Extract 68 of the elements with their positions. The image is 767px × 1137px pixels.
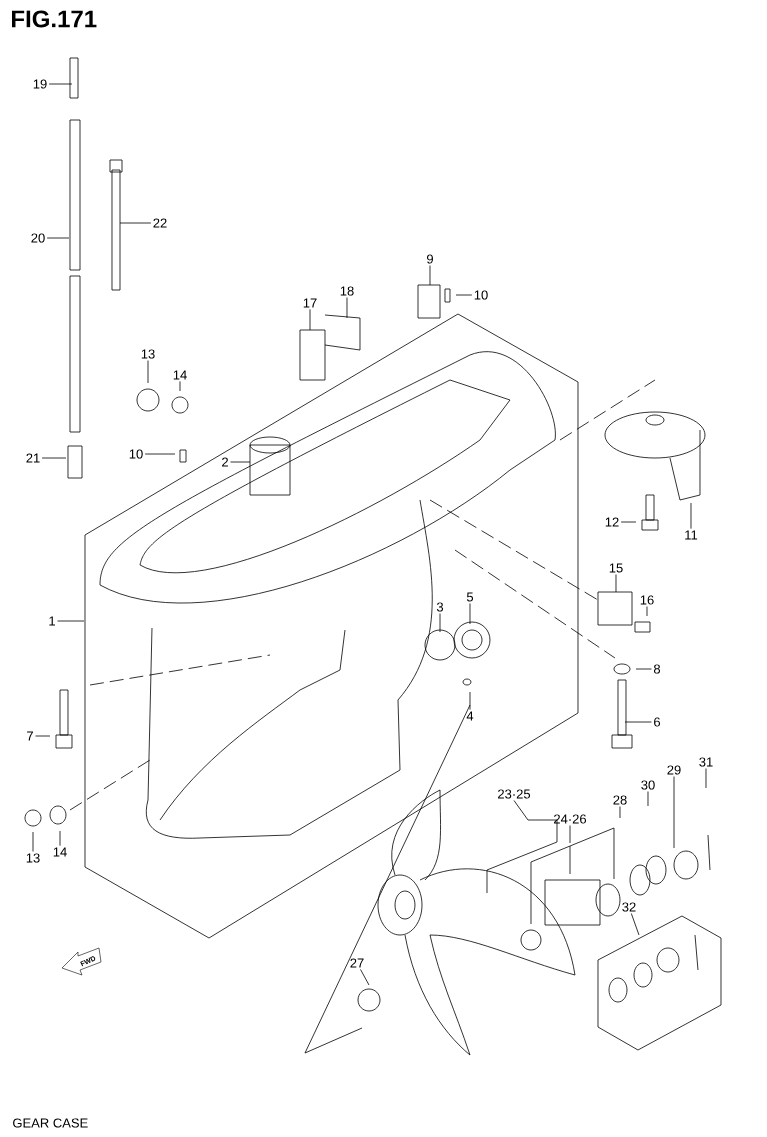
leader-line — [59, 830, 61, 847]
callout-number: 24·26 — [554, 814, 587, 824]
callout-number: 19 — [33, 79, 47, 89]
leader-line — [469, 603, 471, 625]
callout-number: 23·25 — [498, 789, 531, 799]
callout-number: 21 — [26, 453, 40, 463]
leader-line — [35, 735, 51, 737]
callout-number: 1 — [49, 616, 55, 626]
leader-line — [32, 831, 34, 852]
callout-number: 17 — [303, 298, 317, 308]
callout-number: 28 — [613, 795, 627, 805]
leader-line — [230, 461, 251, 463]
leader-line — [673, 776, 675, 849]
callout-number: 5 — [466, 592, 474, 602]
leader-line — [144, 453, 176, 455]
leader-line — [620, 521, 637, 523]
callout-number: 20 — [31, 233, 45, 243]
leader-line — [630, 913, 640, 936]
callout-number: 4 — [466, 711, 474, 721]
leader-line — [46, 237, 70, 239]
callout-number: 10 — [474, 290, 488, 300]
leader-line — [147, 360, 149, 384]
callout-number: 31 — [699, 757, 713, 767]
leader-line — [619, 806, 621, 819]
leader-line — [48, 83, 73, 85]
leader-line — [455, 294, 473, 296]
leader-line — [690, 502, 692, 530]
leader-line — [346, 297, 348, 319]
leader-line — [615, 574, 617, 593]
callout-number: 30 — [641, 780, 655, 790]
leader-line — [119, 222, 152, 224]
leader-line — [647, 791, 649, 807]
leader-line — [57, 620, 85, 622]
callout-number: 15 — [609, 563, 623, 573]
leader-line — [624, 721, 652, 723]
leader-line — [309, 309, 311, 331]
callout-number: 27 — [350, 958, 364, 968]
callout-number: 29 — [667, 765, 681, 775]
callout-number: 2 — [222, 457, 228, 467]
callout-number: 32 — [622, 902, 636, 912]
leader-line — [635, 668, 652, 670]
leader-line — [705, 768, 707, 789]
callout-number: 6 — [654, 717, 661, 727]
leader-line — [486, 800, 558, 894]
leader-line — [569, 825, 571, 844]
callout-number: 11 — [685, 530, 698, 540]
figure-title: FIG.171 — [12, 10, 97, 28]
leader-line — [646, 606, 648, 617]
callout-number: 14 — [173, 370, 187, 380]
callout-number: 18 — [340, 286, 354, 296]
leader-line — [179, 381, 181, 392]
callout-number: 14 — [53, 847, 67, 857]
caption: GEAR CASE — [13, 1118, 88, 1128]
callout-number: 7 — [27, 731, 33, 741]
leader-line — [439, 613, 441, 633]
callout-number: 3 — [436, 602, 444, 612]
callout-number: 12 — [605, 517, 619, 527]
callout-number: 10 — [129, 449, 143, 459]
leader-line — [360, 969, 370, 986]
callout-number: 9 — [427, 254, 433, 264]
callout-number: 8 — [653, 664, 661, 674]
leader-line — [41, 457, 67, 459]
callout-number: 16 — [640, 595, 654, 605]
leader-line — [429, 265, 431, 286]
callout-number: 13 — [141, 349, 155, 359]
leader-line — [469, 691, 471, 711]
callout-number: 22 — [153, 218, 167, 228]
callout-number: 13 — [26, 853, 40, 863]
